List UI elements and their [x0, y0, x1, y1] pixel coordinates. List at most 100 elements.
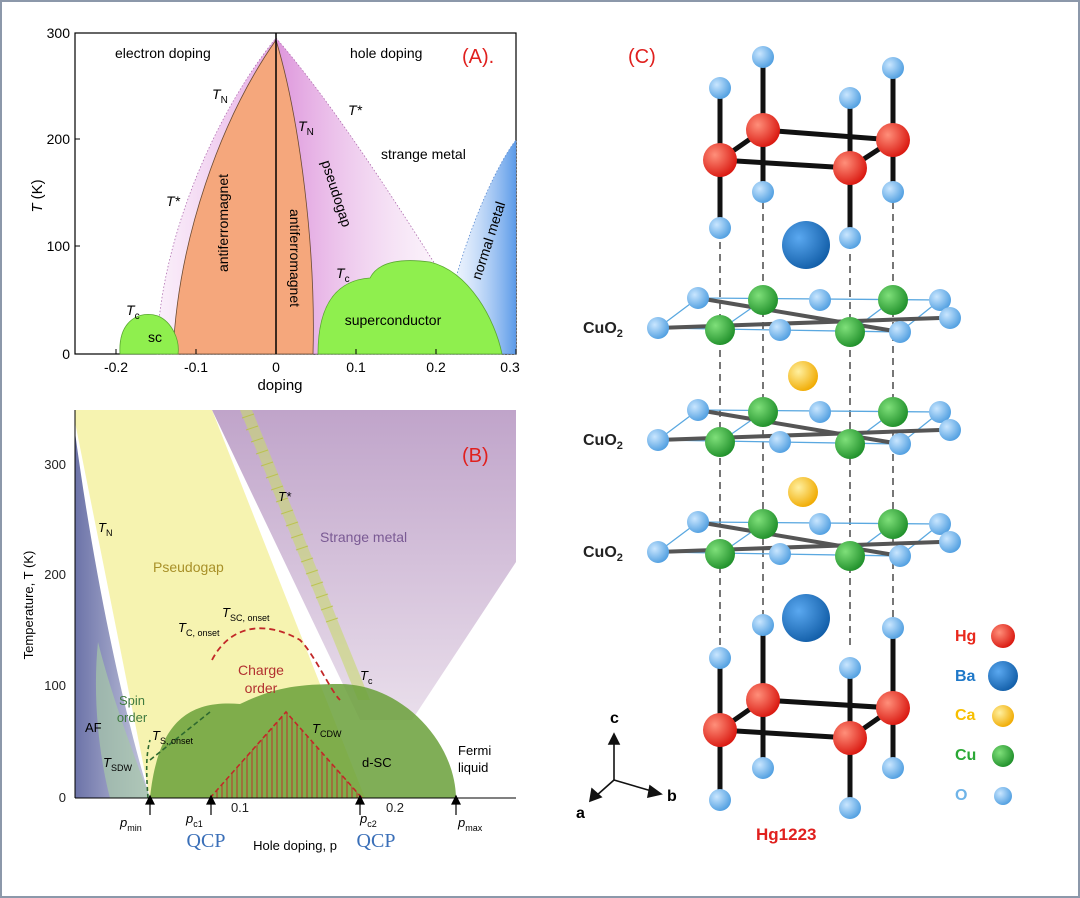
tstar-label-electron: T* [166, 193, 181, 209]
tc-onset-label: TC, onset [178, 620, 220, 638]
axis-c-label: c [610, 710, 619, 727]
cuo2-label-2: CuO2 [583, 432, 623, 452]
xtick-a-2: -0.1 [184, 359, 208, 375]
legend-swatch-cu [992, 745, 1014, 767]
qcp-label-1: QCP [187, 830, 226, 852]
tc-label-hole: Tc [336, 265, 350, 285]
panel-a: -0.2 -0.1 0 0.1 0.2 0.3 0 100 200 300 do… [29, 25, 520, 394]
ytick-b-1: 0 [59, 790, 66, 805]
charge-order-onset-line [211, 627, 341, 701]
tc-label-electron: Tc [126, 302, 140, 322]
strange-metal-label: strange metal [381, 146, 466, 162]
spin-order-label: order [117, 710, 148, 725]
ytick-a-3: 200 [47, 131, 71, 147]
calcium-atom-2 [788, 477, 818, 507]
xtick-a-3: 0 [272, 359, 280, 375]
top-hgo-cage [717, 55, 896, 243]
fermi-label: Fermi [458, 743, 491, 758]
tstar-label-hole: T* [348, 102, 363, 118]
afm-region-hole [275, 39, 314, 355]
xtick-a-5: 0.2 [426, 359, 446, 375]
legend-label-ba: Ba [955, 668, 976, 685]
ytick-a-4: 300 [47, 25, 71, 41]
panel-c-tag: (C) [628, 46, 656, 68]
tstar-hatch-lines [241, 413, 339, 623]
tcdw-label: TCDW [312, 721, 342, 739]
superconductor-label: superconductor [345, 312, 442, 328]
tn-label-b: TN [98, 520, 112, 538]
compound-name: Hg1223 [756, 825, 816, 844]
antiferromagnet-label-electron: antiferromagnet [215, 174, 231, 272]
critical-point-arrows [145, 794, 461, 815]
ytick-b-3: 200 [44, 567, 66, 582]
copper-atoms [705, 285, 908, 571]
ts-onset-label: TS, onset [152, 728, 193, 746]
charge-order-label: order [245, 680, 278, 696]
pc2-label: pc2 [359, 811, 377, 829]
xtick-a-4: 0.1 [346, 359, 366, 375]
tstar-label-b: T* [278, 489, 292, 504]
panel-b-tag: (B) [462, 445, 489, 467]
lattice-axes-icon [588, 732, 663, 803]
sc-dome-hole [317, 260, 503, 355]
electron-doping-label: electron doping [115, 45, 211, 61]
xtick-a-1: -0.2 [104, 359, 128, 375]
barium-atom-bottom [782, 594, 830, 642]
xtick-a-6: 0.3 [500, 359, 520, 375]
legend-swatch-ba [988, 661, 1018, 691]
axis-b-label: b [667, 788, 677, 805]
bottom-hgo-cage [717, 625, 896, 811]
ytick-b-4: 300 [44, 457, 66, 472]
strange-metal-label-b: Strange metal [320, 529, 407, 545]
spin-order-region [95, 642, 150, 798]
legend-item-ba: Ba [955, 661, 1018, 691]
panel-b-ylabel: Temperature, T (K) [21, 551, 36, 660]
qcp-label-2: QCP [357, 830, 396, 852]
panel-c: (C) [576, 46, 1018, 844]
charge-label: Charge [238, 662, 284, 678]
oxygen-atoms [647, 46, 961, 819]
spin-label: Spin [119, 693, 145, 708]
ytick-a-1: 0 [62, 346, 70, 362]
barium-atom-top [782, 221, 830, 269]
tstar-hatch-band [240, 410, 370, 700]
tn-label-hole: TN [298, 118, 314, 138]
legend-swatch-hg [991, 624, 1015, 648]
legend-label-ca: Ca [955, 707, 976, 724]
sc-label: sc [148, 329, 162, 345]
panel-b-xlabel: Hole doping, p [253, 838, 337, 853]
pc1-label: pc1 [185, 811, 203, 829]
xtick-b-1: 0.1 [231, 800, 249, 815]
af-region-b [75, 432, 150, 798]
afm-region-electron [172, 38, 277, 355]
legend-label-o: O [955, 787, 967, 804]
axis-a-label: a [576, 805, 585, 822]
sc-dome-electron [119, 314, 179, 355]
tcdw-line [209, 710, 363, 799]
legend-label-hg: Hg [955, 628, 976, 645]
dsc-label: d-SC [362, 755, 392, 770]
legend: Hg Ba Ca Cu O [955, 624, 1018, 805]
legend-item-ca: Ca [955, 705, 1014, 727]
pmax-label: pmax [457, 815, 483, 833]
af-label-b: AF [85, 720, 102, 735]
tn-label-electron: TN [212, 86, 228, 106]
cdw-region [210, 712, 362, 798]
calcium-atom-1 [788, 361, 818, 391]
tsdw-label: TSDW [103, 755, 132, 773]
strange-metal-region-b [212, 410, 516, 720]
cuo2-label-3: CuO2 [583, 544, 623, 564]
mercury-atoms [703, 113, 910, 755]
spin-order-boundary [149, 711, 211, 761]
tsc-onset-label: TSC, onset [222, 605, 270, 623]
legend-swatch-ca [992, 705, 1014, 727]
panel-a-xlabel: doping [257, 377, 302, 394]
legend-item-o: O [955, 787, 1012, 805]
ytick-a-2: 100 [47, 238, 71, 254]
antiferromagnet-label-hole: antiferromagnet [287, 209, 303, 307]
pseudogap-label-b: Pseudogap [153, 559, 224, 575]
panel-b: 0 100 200 300 0.1 0.2 Temperature, T (K)… [21, 410, 516, 853]
legend-item-hg: Hg [955, 624, 1015, 648]
